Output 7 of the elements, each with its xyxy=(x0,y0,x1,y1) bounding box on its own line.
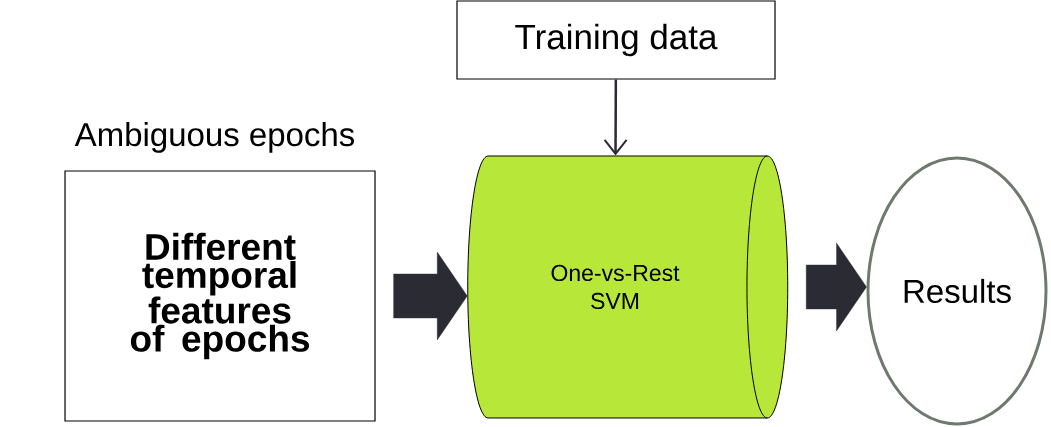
heading: Ambiguous epochs xyxy=(74,122,355,153)
arrow xyxy=(603,79,628,156)
block-arrow xyxy=(806,242,867,332)
text-box: Different temporal features of epochs xyxy=(64,170,376,422)
text-box: Training data xyxy=(456,0,776,80)
cylinder: One-vs-Rest SVM xyxy=(467,155,789,419)
block-arrow xyxy=(393,251,468,341)
